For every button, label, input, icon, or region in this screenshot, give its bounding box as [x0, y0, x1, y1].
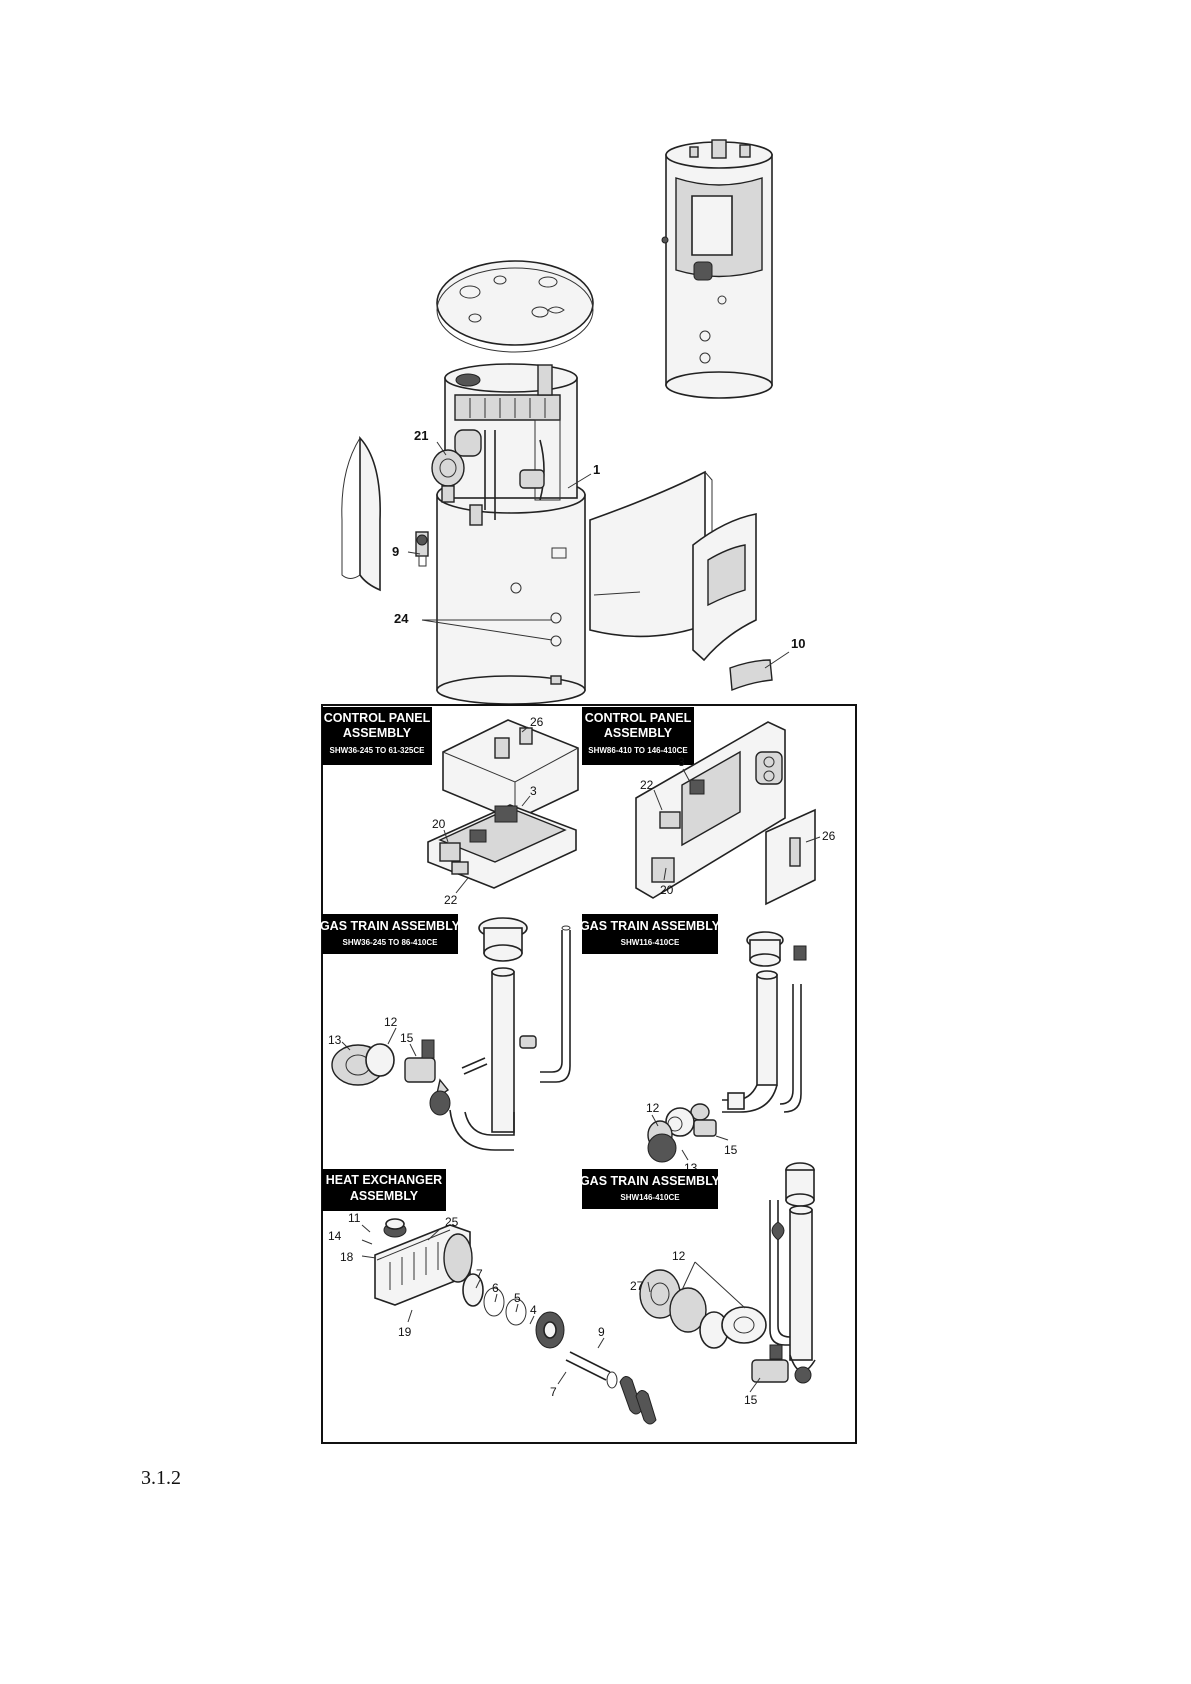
- callout-15: 15: [724, 1143, 738, 1157]
- tank-body-drawing: [436, 476, 586, 705]
- callout-1: 1: [593, 462, 600, 477]
- subtitle: SHW36-245 TO 86-410CE: [342, 938, 438, 947]
- gas-train-assembly-b: GAS TRAIN ASSEMBLY SHW116-410CE 12 15 13: [580, 914, 807, 1175]
- subtitle: SHW146-410CE: [620, 1193, 680, 1202]
- top-cover-drawing: [436, 260, 594, 353]
- subtitle: SHW116-410CE: [621, 938, 680, 947]
- callout-15: 15: [744, 1393, 758, 1407]
- title-line1: CONTROL PANEL: [585, 711, 692, 725]
- callout-19: 19: [398, 1325, 412, 1339]
- title-box: [322, 707, 432, 765]
- control-cover-drawing: [692, 513, 757, 662]
- bezel-drawing: [729, 659, 773, 691]
- exploded-view: 21 1 9 24 10: [341, 139, 805, 705]
- callout-18: 18: [340, 1250, 354, 1264]
- callout-5: 5: [514, 1291, 521, 1305]
- exploded-leaders: [407, 441, 790, 669]
- subtitle: SHW36-245 TO 61-325CE: [329, 746, 425, 755]
- callout-3: 3: [678, 755, 685, 769]
- heat-exchanger-assembly: HEAT EXCHANGER ASSEMBLY 11 14: [322, 1169, 657, 1425]
- title-box: [582, 707, 694, 765]
- callout-12: 12: [646, 1101, 660, 1115]
- callout-26: 26: [530, 715, 544, 729]
- title-box: [322, 914, 458, 954]
- callout-27: 27: [630, 1279, 644, 1293]
- control-panel-assembly-b: CONTROL PANEL ASSEMBLY SHW86-410 TO 146-…: [582, 707, 836, 906]
- callout-4: 4: [530, 1303, 537, 1317]
- callout-20: 20: [432, 817, 446, 831]
- title-line1: HEAT EXCHANGER: [326, 1173, 442, 1187]
- callout-20: 20: [660, 883, 674, 897]
- callout-15: 15: [400, 1031, 414, 1045]
- title: GAS TRAIN ASSEMBLY: [580, 919, 721, 933]
- gas-train-assembly-c: GAS TRAIN ASSEMBLY SHW146-410CE 12 27 15: [580, 1162, 816, 1407]
- title-box: [582, 1169, 718, 1209]
- burner-frame-drawing: [444, 363, 578, 526]
- gas-train-assembly-a: GAS TRAIN ASSEMBLY SHW36-245 TO 86-410CE…: [320, 914, 571, 1151]
- subtitle: SHW86-410 TO 146-410CE: [588, 746, 688, 755]
- callout-9: 9: [598, 1325, 605, 1339]
- control-panel-assembly-a: CONTROL PANEL ASSEMBLY SHW36-245 TO 61-3…: [322, 707, 579, 907]
- section-number: 3.1.2: [141, 1467, 181, 1489]
- callout-22: 22: [640, 778, 654, 792]
- callout-12: 12: [384, 1015, 398, 1029]
- callout-12: 12: [672, 1249, 686, 1263]
- callout-13: 13: [328, 1033, 342, 1047]
- title: GAS TRAIN ASSEMBLY: [580, 1174, 721, 1188]
- title-line2: ASSEMBLY: [343, 726, 412, 740]
- fitting-drawing: [415, 531, 429, 567]
- callout-3: 3: [530, 784, 537, 798]
- callout-24: 24: [394, 611, 409, 626]
- title-line1: CONTROL PANEL: [324, 711, 431, 725]
- title-line2: ASSEMBLY: [350, 1189, 419, 1203]
- title-box: [582, 914, 718, 954]
- callout-7b: 7: [550, 1385, 557, 1399]
- title: GAS TRAIN ASSEMBLY: [320, 919, 461, 933]
- inset-frame: [321, 704, 857, 1444]
- callout-22: 22: [444, 893, 458, 907]
- left-jacket-panel-drawing: [341, 435, 381, 592]
- callout-9: 9: [392, 544, 399, 559]
- callout-6: 6: [492, 1281, 499, 1295]
- callout-11: 11: [348, 1211, 361, 1225]
- assembled-heater-drawing: [661, 139, 773, 399]
- callout-14: 14: [328, 1229, 342, 1243]
- callout-25: 25: [445, 1215, 459, 1229]
- callout-10: 10: [791, 636, 805, 651]
- callout-7: 7: [476, 1267, 483, 1281]
- title-line2: ASSEMBLY: [604, 726, 673, 740]
- title-box: [322, 1169, 446, 1211]
- callout-26: 26: [822, 829, 836, 843]
- callout-21: 21: [414, 428, 428, 443]
- blower-drawing: [431, 449, 465, 503]
